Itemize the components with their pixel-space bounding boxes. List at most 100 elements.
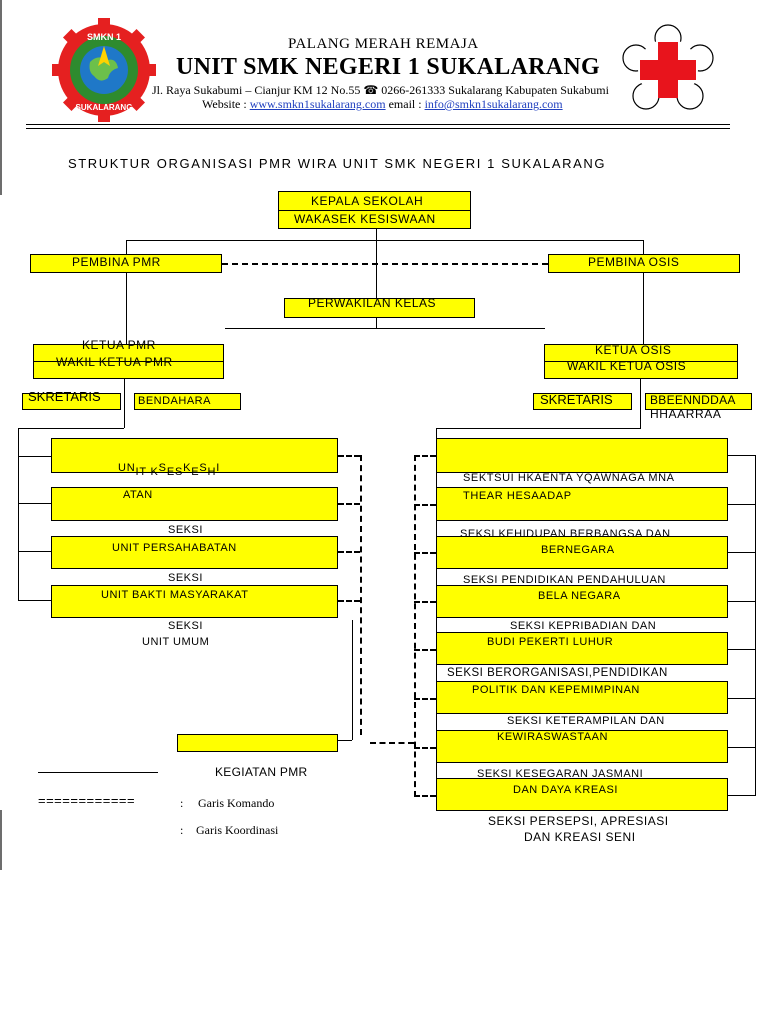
box-right-unit-3 [436, 536, 728, 569]
legend-colon-2: : [180, 823, 184, 837]
unit1-part-b: IT K [135, 466, 159, 478]
box-kegiatan-pmr [177, 734, 338, 752]
right-unit-5-top: SEKSI BERORGANISASI,PENDIDIKAN [447, 667, 668, 679]
logo-text-bottom: SUKALARANG [76, 103, 133, 112]
line-right-d1 [414, 455, 436, 457]
box-right-unit-2 [436, 487, 728, 521]
line-left-top [18, 428, 124, 429]
wakil-ketua-osis-label: WAKIL KETUA OSIS [567, 359, 687, 373]
email-label: email : [388, 97, 422, 111]
line-right-u6 [728, 698, 756, 699]
box-right-unit-4 [436, 585, 728, 618]
logo-text-top: SMKN 1 [87, 32, 121, 42]
phone-text: 0266-261333 Sukalarang Kabupaten Sukabum… [381, 83, 609, 97]
chart-title: STRUKTUR ORGANISASI PMR WIRA UNIT SMK NE… [68, 156, 607, 171]
line-left-solid-kegiatan [352, 620, 353, 740]
line-right-u4 [728, 601, 756, 602]
box-sekretaris-right [533, 393, 632, 410]
legend-colon-1: : [180, 796, 184, 810]
line-to-perwakilan [376, 240, 377, 298]
box-pembina-pmr [30, 254, 222, 273]
box-right-unit-1 [436, 438, 728, 473]
line-left-d1 [338, 455, 360, 457]
letterhead-rule [26, 124, 730, 125]
bendahara-right-label-b: HHAARRAA [650, 407, 722, 421]
box-bendahara-right [645, 393, 752, 410]
line-right-u8 [728, 795, 756, 796]
right-unit-7-label: DAN DAYA KREASI [513, 784, 618, 796]
right-unit-2-label: BERNEGARA [541, 544, 615, 556]
website-link[interactable]: www.smkn1sukalarang.com [249, 97, 386, 111]
left-unit-1-label-line2: ATAN [123, 489, 153, 501]
line-right-u3 [728, 552, 756, 553]
address-text: Jl. Raya Sukabumi – Cianjur KM 12 No.55 [152, 83, 361, 97]
line-pembina-coord [222, 263, 548, 265]
line-left-u3 [18, 551, 51, 552]
right-unit-6-label: KEWIRASWASTAAN [497, 731, 608, 743]
unit1-part-a: UN [118, 462, 136, 474]
org-name: PALANG MERAH REMAJA [288, 36, 479, 52]
letterhead-rule-thin [26, 128, 730, 129]
left-edge-gray [0, 0, 2, 195]
line-kegiatan-right [370, 742, 414, 744]
left-seksi-1: SEKSI [168, 524, 203, 536]
email-link[interactable]: info@smkn1sukalarang.com [424, 97, 563, 111]
address-line: Jl. Raya Sukabumi – Cianjur KM 12 No.55 … [152, 83, 609, 98]
phone-icon: ☎ [363, 83, 379, 97]
box-kepala-divider [278, 210, 471, 211]
box-ketua-pmr-divider [33, 361, 224, 362]
contact-line: Website : www.smkn1sukalarang.com email … [202, 97, 563, 112]
line-right-ketua-down [640, 378, 641, 428]
line-left-dashed-vertical [360, 455, 362, 735]
unit1-part-i: I [216, 462, 221, 474]
unit1-part-h: H [207, 466, 217, 478]
unit1-part-c: S [158, 462, 167, 474]
sekretaris-left-label: SKRETARIS [28, 389, 101, 404]
left-unit-2-label: UNIT PERSAHABATAN [112, 542, 237, 554]
line-left-d2 [338, 503, 360, 505]
line-left-d4 [338, 600, 360, 602]
box-sekretaris-left [22, 393, 121, 410]
line-left-u1 [18, 456, 51, 457]
wakasek-label: WAKASEK KESISWAAN [294, 212, 436, 226]
line-left-ketua-down [124, 378, 125, 428]
line-right-top [436, 428, 641, 429]
right-unit-8-line1: SEKSI PERSEPSI, APRESIASI [488, 814, 669, 828]
red-cross-emblem [622, 24, 714, 110]
line-top-stem [376, 228, 377, 240]
unit1-part-f: E [191, 466, 200, 478]
wakil-ketua-pmr-label: WAKIL KETUA PMR [56, 355, 173, 369]
line-right-d4 [414, 601, 436, 603]
box-right-unit-5 [436, 632, 728, 665]
legend-koordinasi: Garis Koordinasi [196, 823, 279, 837]
line-kegiatan-left [338, 740, 352, 741]
line-left-tree [18, 428, 19, 601]
right-unit-7-top: SEKSI KESEGARAN JASMANI [477, 768, 644, 780]
left-seksi-3: SEKSI [168, 620, 203, 632]
box-right-unit-6 [436, 681, 728, 714]
line-right-u5 [728, 649, 756, 650]
line-perwakilan-down [376, 318, 377, 328]
line-right-d7 [414, 747, 436, 749]
right-unit-1-label-line2: THEAR HESAADAP [463, 490, 572, 502]
line-left-d3 [338, 551, 360, 553]
website-label: Website : [202, 97, 247, 111]
box-bendahara-left [134, 393, 241, 410]
line-left-u4 [18, 600, 51, 601]
left-unit-1-label: UNIT KSESKESHI [118, 460, 221, 478]
line-right-u7 [728, 747, 756, 748]
unit1-part-g: S [199, 462, 208, 474]
box-left-unit-3 [51, 536, 338, 569]
legend-komando: Garis Komando [198, 796, 275, 810]
line-right-d6 [414, 698, 436, 700]
bendahara-left-label: BENDAHARA [138, 395, 211, 407]
box-left-unit-2 [51, 487, 338, 521]
legend-solid-line [38, 772, 158, 773]
line-perwakilan-branch [225, 328, 545, 329]
box-ketua-osis-divider [544, 361, 738, 362]
right-unit-5-label: POLITIK DAN KEPEMIMPINAN [472, 684, 640, 696]
red-cross-icon [640, 42, 696, 98]
left-seksi-2: SEKSI [168, 572, 203, 584]
perwakilan-label: PERWAKILAN KELAS [308, 296, 437, 310]
sekretaris-right-label: SKRETARIS [540, 392, 613, 407]
